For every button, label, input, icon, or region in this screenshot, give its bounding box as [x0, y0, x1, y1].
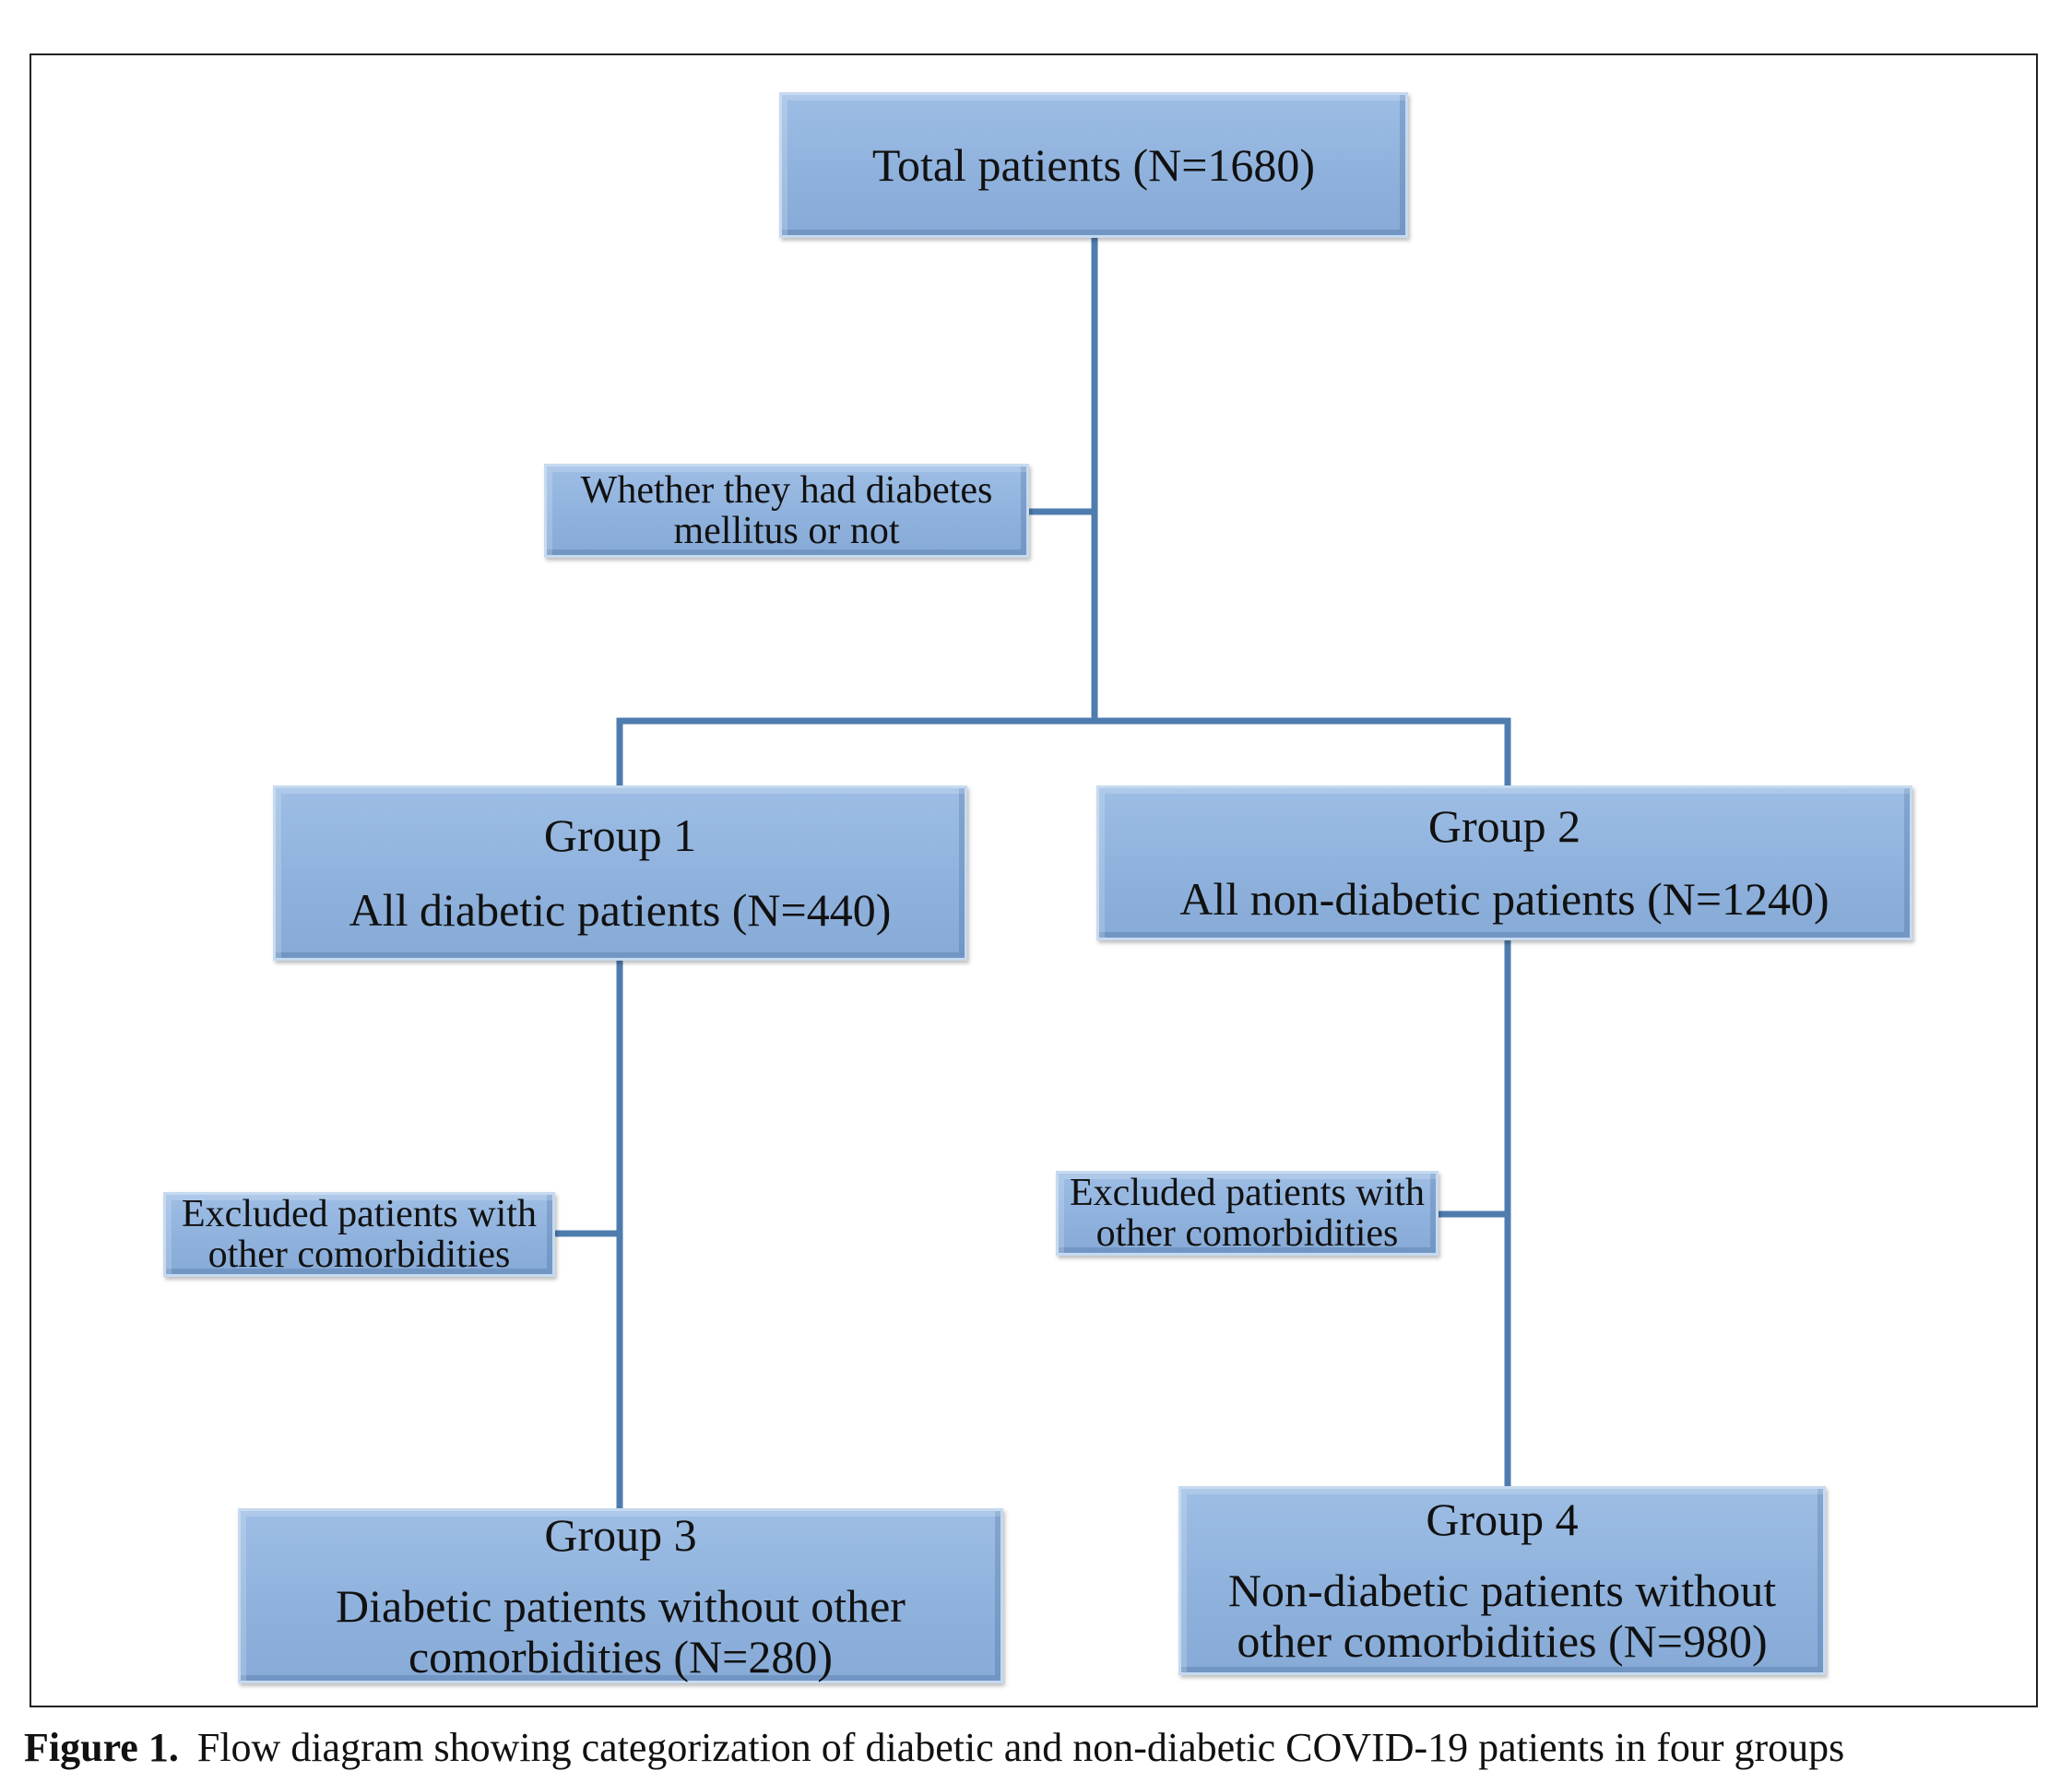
- exclude-right-line-1: Excluded patients with: [1070, 1171, 1425, 1214]
- figure-label: Figure 1.: [24, 1725, 179, 1770]
- group1-box: Group 1 All diabetic patients (N=440): [273, 785, 967, 961]
- group3-title: Group 3: [544, 1508, 697, 1561]
- exclude-left-line-1: Excluded patients with: [182, 1192, 537, 1235]
- group3-description-line-2: comorbidities (N=280): [408, 1630, 834, 1682]
- group4-box: Group 4 Non-diabetic patients without ot…: [1178, 1486, 1826, 1675]
- exclude-left-box: Excluded patients with other comorbiditi…: [163, 1192, 555, 1277]
- criterion-line-2: mellitus or not: [673, 510, 900, 552]
- group4-title: Group 4: [1426, 1494, 1579, 1545]
- group3-description-line-1: Diabetic patients without other: [336, 1579, 906, 1632]
- total-patients-box: Total patients (N=1680): [779, 92, 1408, 238]
- exclude-right-line-2: other comorbidities: [1095, 1212, 1399, 1255]
- group2-title: Group 2: [1427, 800, 1581, 852]
- group4-description-line-1: Non-diabetic patients without: [1227, 1564, 1777, 1616]
- figure-caption: Figure 1. Flow diagram showing categoriza…: [24, 1724, 1844, 1771]
- group2-description: All non-diabetic patients (N=1240): [1179, 873, 1829, 925]
- group1-title: Group 1: [543, 809, 697, 861]
- criterion-box: Whether they had diabetes mellitus or no…: [544, 464, 1029, 558]
- group2-box: Group 2 All non-diabetic patients (N=124…: [1096, 785, 1912, 940]
- exclude-right-box: Excluded patients with other comorbiditi…: [1056, 1171, 1439, 1256]
- criterion-line-1: Whether they had diabetes: [580, 468, 993, 512]
- group3-box: Group 3 Diabetic patients without other …: [238, 1508, 1003, 1683]
- group4-description-line-2: other comorbidities (N=980): [1237, 1615, 1768, 1667]
- figure-caption-text: Flow diagram showing categorization of d…: [196, 1725, 1845, 1770]
- figure-frame: [30, 53, 2038, 1707]
- group1-description: All diabetic patients (N=440): [349, 884, 892, 936]
- total-patients-label: Total patients (N=1680): [871, 138, 1316, 191]
- exclude-left-line-2: other comorbidities: [207, 1234, 511, 1276]
